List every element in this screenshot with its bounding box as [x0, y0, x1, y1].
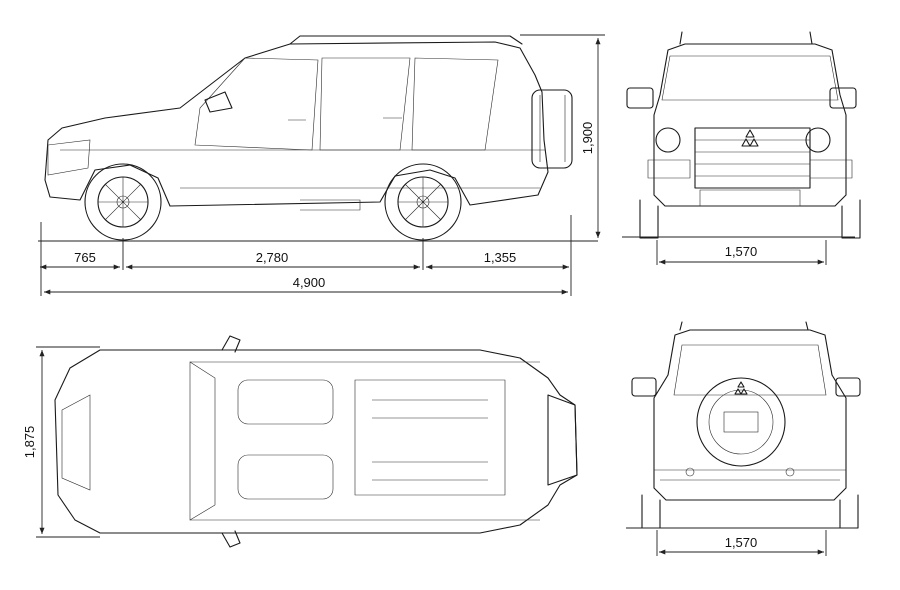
track-front-label: 1,570: [725, 244, 758, 259]
overall-length-label: 4,900: [293, 275, 326, 290]
front-view: [626, 31, 861, 239]
top-view: [54, 335, 578, 548]
side-dimension-lines: [38, 34, 605, 296]
height-label: 1,900: [580, 122, 595, 155]
rear-view: [631, 321, 861, 529]
rear-track-dimension: [626, 527, 855, 556]
rear-overhang-label: 1,355: [484, 250, 517, 265]
front-overhang-label: 765: [74, 250, 96, 265]
front-track-dimension: [622, 236, 855, 265]
side-view: [44, 35, 573, 241]
track-rear-label: 1,570: [725, 535, 758, 550]
wheelbase-label: 2,780: [256, 250, 289, 265]
width-label: 1,875: [22, 426, 37, 459]
width-dimension: [36, 346, 100, 538]
